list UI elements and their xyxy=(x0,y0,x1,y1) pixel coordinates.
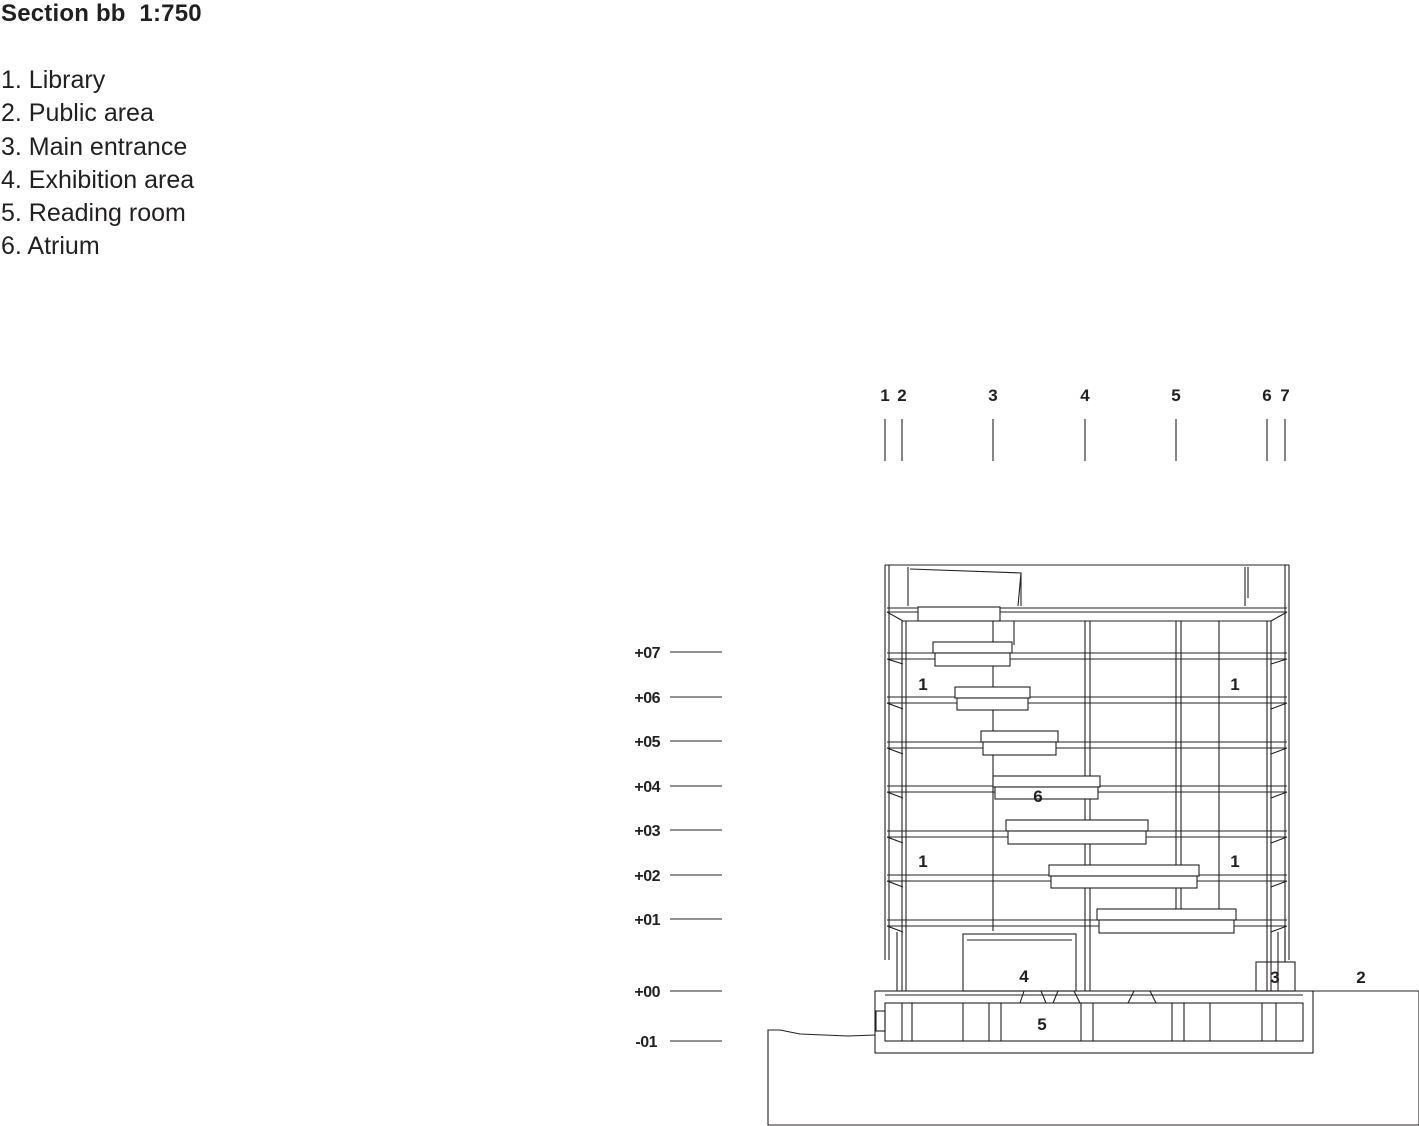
level-label-06: +06 xyxy=(634,690,660,707)
site-ground xyxy=(767,990,1419,1126)
room-label-library-lower-left: 1 xyxy=(918,852,927,871)
room-legend: 1. Library 2. Public area 3. Main entran… xyxy=(1,64,194,264)
room-label-library-lower-right: 1 xyxy=(1230,852,1239,871)
basement xyxy=(874,990,1314,1054)
room-numbers: 1 1 6 1 1 4 3 2 5 xyxy=(918,675,1365,1034)
level-markers: +07 +06 +05 +04 +03 +02 +01 +00 -01 xyxy=(634,645,722,1051)
exhibition-volume xyxy=(962,933,1077,992)
legend-item-main-entrance: 3. Main entrance xyxy=(1,132,188,161)
drawing-title: Section bb 1:750 xyxy=(1,0,202,27)
level-label-04: +04 xyxy=(634,779,660,796)
grid-axes: 1 2 3 4 5 6 7 xyxy=(880,386,1290,461)
legend-item-reading-room: 5. Reading room xyxy=(1,199,186,228)
level-label-00: +00 xyxy=(634,984,660,1001)
atrium-bridges xyxy=(917,606,1237,934)
level-label-03: +03 xyxy=(634,823,660,840)
entrance-volume xyxy=(1255,961,1296,992)
legend-item-exhibition-area: 4. Exhibition area xyxy=(1,165,195,194)
legend-item-library: 1. Library xyxy=(1,66,106,94)
legend-item-public-area: 2. Public area xyxy=(1,99,154,128)
axis-label-1: 1 xyxy=(880,386,889,405)
axis-label-2: 2 xyxy=(897,386,906,405)
room-label-main-entrance: 3 xyxy=(1270,968,1279,987)
room-label-library-upper-left: 1 xyxy=(918,675,927,694)
legend-item-atrium: 6. Atrium xyxy=(1,232,100,261)
basement-outer-wall xyxy=(874,990,1314,1054)
basement-inner-wall xyxy=(884,1002,1304,1042)
room-label-atrium: 6 xyxy=(1033,787,1042,806)
axis-label-6: 6 xyxy=(1262,386,1271,405)
room-label-library-upper-right: 1 xyxy=(1230,675,1239,694)
room-label-public-area: 2 xyxy=(1356,968,1365,987)
axis-label-5: 5 xyxy=(1171,386,1180,405)
room-label-exhibition-area: 4 xyxy=(1019,967,1029,986)
level-label-01: +01 xyxy=(634,912,660,929)
axis-label-4: 4 xyxy=(1080,386,1090,405)
building-section xyxy=(884,564,1296,992)
level-label-minus-01: -01 xyxy=(635,1034,657,1051)
axis-label-3: 3 xyxy=(988,386,997,405)
level-label-05: +05 xyxy=(634,734,660,751)
level-label-02: +02 xyxy=(634,868,660,885)
level-label-07: +07 xyxy=(634,645,660,662)
room-label-reading-room: 5 xyxy=(1037,1015,1046,1034)
axis-label-7: 7 xyxy=(1280,386,1289,405)
